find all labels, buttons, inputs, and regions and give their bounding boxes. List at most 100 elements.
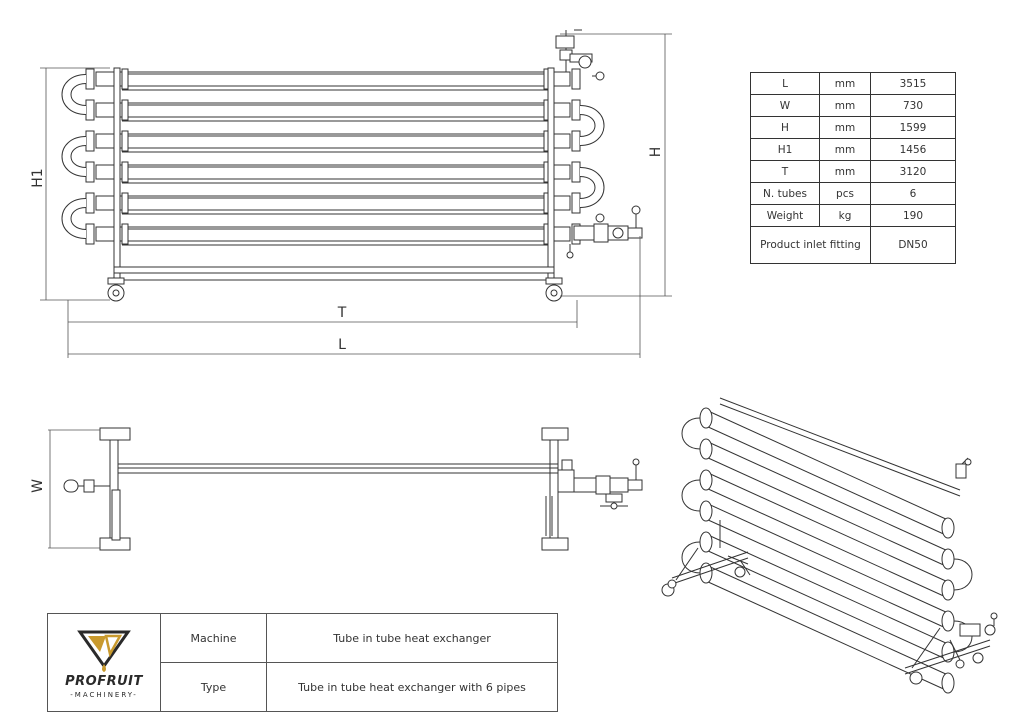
front-flange [85,130,95,152]
iso-tube-end [699,500,713,522]
front-flange [85,223,95,245]
front-view [61,29,643,302]
iso-tube-end [941,579,955,601]
front-tube [95,133,571,149]
iso-tube-end [699,469,713,491]
title-block-row-type: Type Tube in tube heat exchanger with 6 … [48,662,558,712]
top-view-fittings [557,458,643,510]
front-dimensions [40,33,672,358]
spec-param: H1 [750,138,820,161]
isometric-view [661,397,998,694]
spec-value: 730 [870,94,956,117]
front-flange [571,192,581,214]
iso-tube-end [699,531,713,553]
spec-value: 1456 [870,138,956,161]
iso-tube-bottom [705,518,949,630]
spec-unit: pcs [819,182,871,205]
dim-h1-label: H1 [30,168,46,187]
front-frame-bottom-rail [113,266,555,274]
iso-tube-top [705,564,949,676]
front-caster-right [545,277,563,302]
front-caster-left [107,277,125,302]
type-label: Type [160,662,267,712]
iso-tube-top [705,440,949,552]
front-tube [95,195,571,211]
iso-tube-top [705,471,949,583]
front-flange [121,161,129,183]
front-tube [95,71,571,87]
iso-tube-bottom [705,456,949,568]
spec-value: 1599 [870,116,956,139]
brand-logo-cell: PROFRUIT -MACHINERY- [47,613,161,712]
spec-unit: mm [819,116,871,139]
spec-unit: kg [819,204,871,227]
spec-param: Weight [750,204,820,227]
iso-tube-top [705,502,949,614]
front-flange [571,68,581,90]
front-tubes [61,68,605,246]
spec-unit: mm [819,138,871,161]
top-valve-assembly [555,29,605,81]
spec-param: N. tubes [750,182,820,205]
dim-t-label: T [337,305,347,321]
iso-tube-bottom [705,549,949,661]
title-block: PROFRUIT -MACHINERY- Machine Tube in tub… [47,613,558,712]
iso-u-bend-left [681,479,701,512]
spec-param: T [750,160,820,183]
spec-param: L [750,72,820,95]
spec-param: W [750,94,820,117]
iso-bottom-fittings [959,612,998,637]
iso-tube-end [699,438,713,460]
iso-top-fittings [955,457,972,479]
front-flange [121,192,129,214]
isometric-tubes [681,407,973,694]
front-flange [85,192,95,214]
front-flange [571,161,581,183]
iso-tube-end [941,610,955,632]
front-flange [571,99,581,121]
front-u-bend-right-inner [579,168,604,207]
front-flange [121,223,129,245]
iso-tube-top [705,409,949,521]
iso-tube-bottom [705,425,949,537]
front-flange [571,130,581,152]
iso-u-bend-left [681,541,701,574]
outlet-valve-assembly [566,205,643,259]
spec-param: Product inlet fitting [750,226,871,264]
front-flange [121,99,129,121]
spec-value: 3120 [870,160,956,183]
top-view-left-frame [63,427,131,551]
top-view-right-frame [541,427,569,551]
dim-w-label: W [30,479,46,493]
iso-u-bend-right [953,558,973,591]
front-flange [121,130,129,152]
spec-value: 6 [870,182,956,205]
front-flange [85,161,95,183]
iso-right-stand [904,627,991,685]
dim-l-label: L [338,337,346,353]
spec-unit: mm [819,94,871,117]
type-value: Tube in tube heat exchanger with 6 pipes [266,662,558,712]
brand-name: PROFRUIT [65,674,143,689]
iso-tube-end [941,672,955,694]
spec-value: 190 [870,204,956,227]
spec-param: H [750,116,820,139]
iso-tube-end [699,407,713,429]
top-view [63,427,643,551]
front-u-bend-left-inner [62,199,87,238]
spec-value: 3515 [870,72,956,95]
profruit-logo-icon [77,630,131,672]
machine-value: Tube in tube heat exchanger [266,613,558,663]
front-flange [85,68,95,90]
front-u-bend-right-inner [579,106,604,145]
iso-tube-end [941,548,955,570]
